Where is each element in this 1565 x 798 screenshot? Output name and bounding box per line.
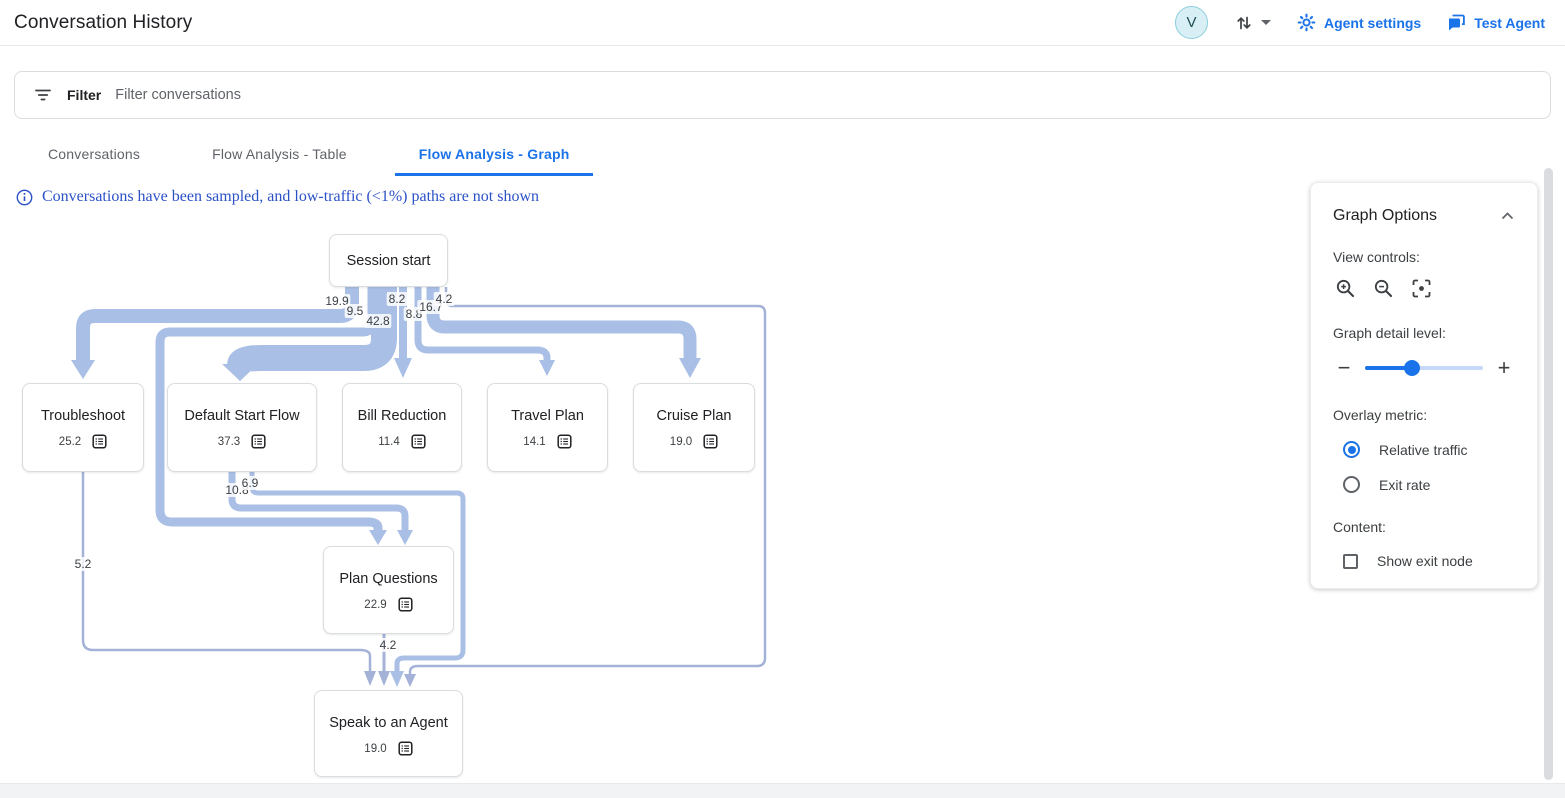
filter-input-placeholder: Filter conversations xyxy=(115,87,241,103)
test-agent-button[interactable]: Test Agent xyxy=(1447,13,1545,32)
test-agent-label: Test Agent xyxy=(1474,14,1545,31)
graph-options-title: Graph Options xyxy=(1333,207,1438,224)
flow-node-bill-reduction[interactable]: Bill Reduction 11.4 xyxy=(342,383,462,472)
node-title: Cruise Plan xyxy=(656,408,732,424)
metrics-list-icon[interactable] xyxy=(92,434,107,449)
zoom-in-icon xyxy=(1336,279,1355,298)
metrics-list-icon[interactable] xyxy=(411,434,426,449)
flow-node-plan-questions[interactable]: Plan Questions 22.9 xyxy=(323,546,454,634)
tab-conversations[interactable]: Conversations xyxy=(24,134,164,176)
sort-arrows-icon xyxy=(1237,16,1251,29)
node-title: Plan Questions xyxy=(339,571,438,587)
node-traffic-value: 25.2 xyxy=(58,435,82,448)
agent-settings-label: Agent settings xyxy=(1323,14,1422,31)
overlay-metric-label: Overlay metric: xyxy=(1333,407,1428,423)
gear-icon xyxy=(1297,13,1316,32)
metrics-list-icon[interactable] xyxy=(703,434,718,449)
avatar-initial: V xyxy=(1186,14,1197,31)
flow-node-session-start[interactable]: Session start xyxy=(329,234,448,287)
view-controls-label: View controls: xyxy=(1333,249,1420,265)
edge-traffic-label: 8.2 xyxy=(386,292,408,306)
sampling-notice-text: Conversations have been sampled, and low… xyxy=(42,188,540,205)
node-title: Troubleshoot xyxy=(40,408,126,424)
content-label: Content: xyxy=(1333,519,1386,535)
detail-decrease-button[interactable]: − xyxy=(1333,357,1355,379)
node-title: Default Start Flow xyxy=(184,408,300,424)
edge-traffic-label: 5.2 xyxy=(72,557,94,571)
node-title: Session start xyxy=(346,252,431,269)
graph-options-panel: Graph Options View controls: xyxy=(1310,182,1538,589)
filter-bar[interactable]: Filter Filter conversations xyxy=(14,71,1551,119)
collapse-panel-button[interactable] xyxy=(1500,210,1515,222)
node-title: Speak to an Agent xyxy=(329,715,448,731)
node-traffic-value: 22.9 xyxy=(364,598,387,611)
info-icon xyxy=(16,189,33,205)
flow-node-default-start-flow[interactable]: Default Start Flow 37.3 xyxy=(167,383,317,472)
flow-node-troubleshoot[interactable]: Troubleshoot 25.2 xyxy=(22,383,144,472)
zoom-out-icon xyxy=(1374,279,1393,298)
filter-label: Filter xyxy=(67,87,102,103)
node-title: Bill Reduction xyxy=(357,408,447,424)
metrics-list-icon[interactable] xyxy=(557,434,572,449)
flow-node-cruise-plan[interactable]: Cruise Plan 19.0 xyxy=(633,383,755,472)
radio-unselected-icon xyxy=(1343,476,1360,493)
avatar[interactable]: V xyxy=(1174,6,1208,39)
sampling-notice: Conversations have been sampled, and low… xyxy=(16,188,539,206)
metrics-list-icon[interactable] xyxy=(398,597,413,612)
tab-flow-analysis-table[interactable]: Flow Analysis - Table xyxy=(188,134,371,176)
chat-icon xyxy=(1449,14,1466,31)
detail-level-slider[interactable] xyxy=(1365,360,1483,376)
tab-bar: Conversations Flow Analysis - Table Flow… xyxy=(24,134,594,176)
zoom-in-button[interactable] xyxy=(1335,278,1356,299)
zoom-out-button[interactable] xyxy=(1373,278,1394,299)
show-exit-node-option[interactable]: Show exit node xyxy=(1343,553,1515,569)
agent-settings-button[interactable]: Agent settings xyxy=(1297,13,1421,32)
radio-label: Exit rate xyxy=(1379,476,1431,493)
node-traffic-value: 19.0 xyxy=(364,742,387,755)
sort-control[interactable] xyxy=(1234,13,1271,33)
center-focus-icon xyxy=(1412,279,1431,298)
flow-node-travel-plan[interactable]: Travel Plan 14.1 xyxy=(487,383,608,472)
metrics-list-icon[interactable] xyxy=(398,741,413,756)
slider-fill xyxy=(1365,366,1413,370)
detail-level-label: Graph detail level: xyxy=(1333,325,1446,341)
detail-increase-button[interactable]: + xyxy=(1493,357,1515,379)
flow-node-speak-to-an-agent[interactable]: Speak to an Agent 19.0 xyxy=(314,690,463,777)
horizontal-scroll-area[interactable] xyxy=(0,783,1565,798)
edge-traffic-label: 42.8 xyxy=(364,314,392,328)
center-graph-button[interactable] xyxy=(1411,278,1432,299)
node-traffic-value: 37.3 xyxy=(217,435,241,448)
checkbox-label: Show exit node xyxy=(1377,553,1473,569)
radio-label: Relative traffic xyxy=(1379,441,1468,458)
node-traffic-value: 11.4 xyxy=(378,435,400,448)
node-traffic-value: 19.0 xyxy=(669,435,693,448)
filter-icon xyxy=(35,89,51,101)
radio-relative-traffic[interactable]: Relative traffic xyxy=(1343,441,1515,458)
slider-thumb[interactable] xyxy=(1404,360,1421,376)
edge-traffic-label: 4.2 xyxy=(377,638,399,652)
edge-traffic-label: 19.9 xyxy=(323,294,351,308)
edge-traffic-label: 9.5 xyxy=(344,304,366,318)
checkbox-unchecked-icon xyxy=(1343,553,1358,569)
page-title: Conversation History xyxy=(14,11,193,33)
metrics-list-icon[interactable] xyxy=(251,434,266,449)
chevron-up-icon xyxy=(1501,212,1514,220)
radio-selected-icon xyxy=(1343,441,1360,458)
tab-flow-analysis-graph[interactable]: Flow Analysis - Graph xyxy=(394,134,594,176)
radio-exit-rate[interactable]: Exit rate xyxy=(1343,476,1515,493)
vertical-scrollbar[interactable] xyxy=(1544,168,1553,780)
chevron-down-icon xyxy=(1260,20,1271,25)
edge-traffic-label: 6.9 xyxy=(239,476,261,490)
edge-traffic-label: 4.2 xyxy=(433,292,455,306)
node-title: Travel Plan xyxy=(511,408,584,424)
app-header: Conversation History V xyxy=(0,0,1565,46)
node-traffic-value: 14.1 xyxy=(523,435,546,448)
slider-track xyxy=(1365,366,1483,370)
